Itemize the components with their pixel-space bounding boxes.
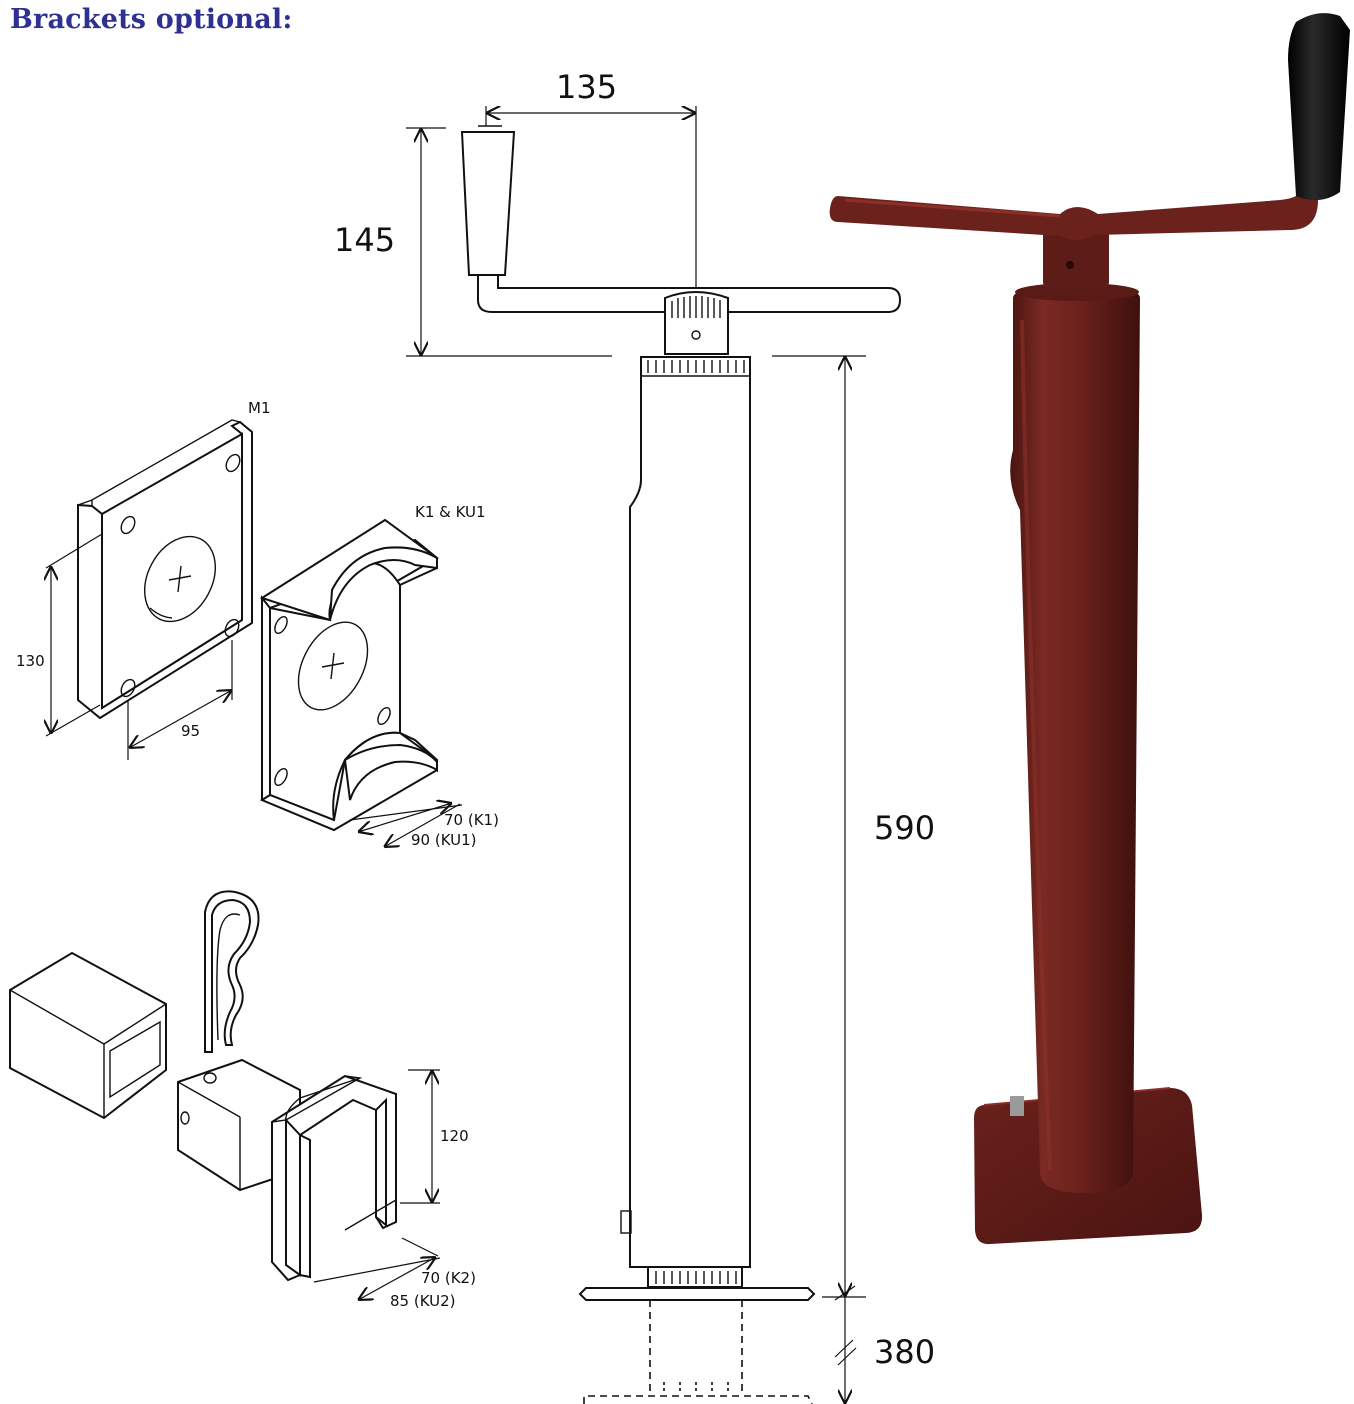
jack-drawing xyxy=(460,125,902,1404)
handle-grip xyxy=(460,131,516,276)
swivel-head xyxy=(664,291,729,355)
jack-stand-photo xyxy=(829,13,1350,1245)
photo-crank-arm xyxy=(829,172,1318,241)
foot-plate xyxy=(578,1287,816,1301)
bracket-k1-label: K1 & KU1 xyxy=(415,503,486,521)
bracket-ku1-dim: 90 (KU1) xyxy=(411,831,477,849)
bracket-m1-plate xyxy=(101,432,243,710)
bracket-m1-label: M1 xyxy=(248,399,271,417)
bracket-m1-width: 95 xyxy=(181,722,200,740)
photo-tube xyxy=(1010,284,1140,1193)
bracket-k2-height: 120 xyxy=(440,1127,469,1145)
page-title: Brackets optional: xyxy=(10,4,293,35)
bracket-ku2-dim: 85 (KU2) xyxy=(390,1292,456,1310)
bracket-k1: K1 & KU1 70 (K1) 90 (KU1) xyxy=(259,503,499,849)
bracket-k2-dim: 70 (K2) xyxy=(421,1269,476,1287)
r-clip-pin xyxy=(204,890,260,1053)
bracket-m1: M1 130 95 xyxy=(16,399,271,760)
main-tube xyxy=(629,356,751,1268)
bracket-m1-height: 130 xyxy=(16,652,45,670)
dim-extension: 380 xyxy=(874,1333,935,1371)
photo-swivel xyxy=(1043,225,1109,288)
dim-handle-height: 145 xyxy=(334,221,395,259)
photo-grip xyxy=(1288,13,1350,201)
bracket-k2: 120 70 (K2) 85 (KU2) xyxy=(9,890,476,1310)
dim-handle-width: 135 xyxy=(556,68,617,106)
dim-body-length: 590 xyxy=(874,809,935,847)
foot-plate-extended xyxy=(583,1395,813,1404)
bracket-k1-dim: 70 (K1) xyxy=(444,811,499,829)
jack-dimensions: 135 145 590 380 xyxy=(334,68,935,1404)
